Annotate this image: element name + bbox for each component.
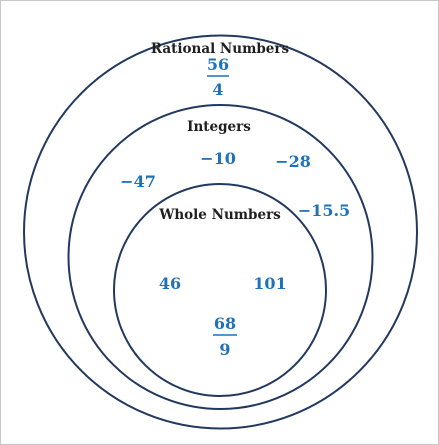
whole-fraction-numerator: 68	[214, 314, 236, 333]
whole-numbers-label: Whole Numbers	[158, 207, 281, 223]
whole-fraction-denominator: 9	[219, 340, 230, 359]
rational-numbers-label: Rational Numbers	[151, 41, 290, 57]
integer-value: −47	[120, 172, 156, 191]
whole-number-value: 101	[253, 274, 286, 293]
whole-numbers-circle	[113, 183, 327, 397]
whole-number-value: 46	[159, 274, 181, 293]
rational-fraction-numerator: 56	[207, 55, 229, 74]
rational-fraction-denominator: 4	[212, 80, 223, 99]
decimal-value: −15.5	[298, 201, 350, 220]
integers-label: Integers	[187, 119, 251, 135]
integer-value: −28	[275, 152, 311, 171]
rational-numbers-circle	[23, 34, 418, 430]
integer-value: −10	[200, 149, 236, 168]
integers-circle	[67, 104, 374, 410]
